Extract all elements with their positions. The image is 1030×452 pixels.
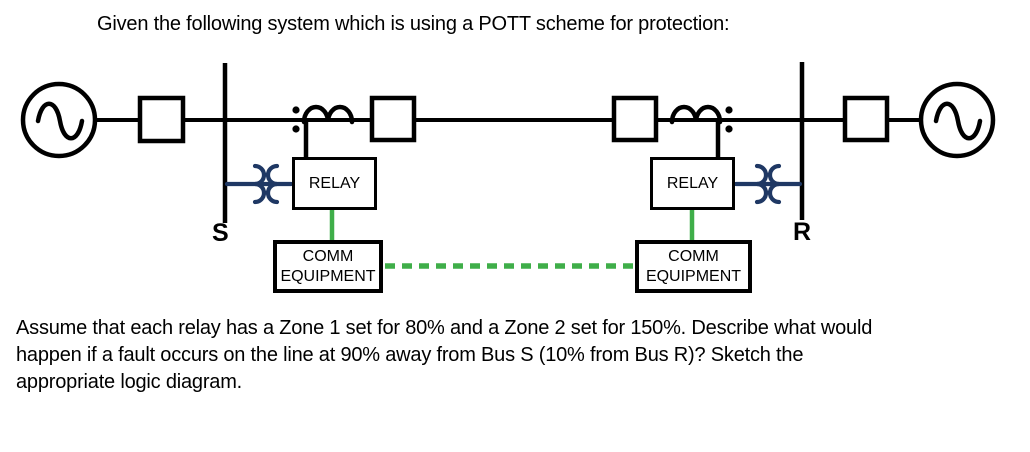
ct-s-icon [292,104,355,160]
comm-s-label-line1: COMM [302,247,354,265]
relay-r-label: RELAY [666,174,719,192]
generator-left-icon [20,81,98,159]
comm-r-label-line2: EQUIPMENT [645,267,742,285]
ct-r-icon [669,104,733,160]
page-title: Given the following system which is usin… [97,13,730,35]
question-line-2: happen if a fault occurs on the line at … [16,344,804,366]
question-line-3: appropriate logic diagram. [16,371,243,393]
vt-s-icon [224,163,294,205]
relay-s-box: RELAY [292,157,377,210]
bus-r-label: R [793,218,812,246]
question-text: Assume that each relay has a Zone 1 set … [16,315,1021,396]
bus-s-label: S [212,219,229,247]
breaker-line-r-icon [611,95,659,143]
relay-r-box: RELAY [650,157,735,210]
comm-equipment-s-box: COMM EQUIPMENT [273,240,383,293]
comm-r-label-line1: COMM [668,247,719,265]
generator-right-icon [918,81,996,159]
comm-equipment-r-box: COMM EQUIPMENT [635,240,752,293]
relay-s-label: RELAY [308,174,361,192]
breaker-line-s-icon [369,95,417,143]
comm-s-label-line2: EQUIPMENT [280,267,376,285]
vt-r-icon [733,163,803,205]
breaker-right-icon [842,95,890,143]
question-line-1: Assume that each relay has a Zone 1 set … [16,317,873,339]
breaker-left-icon [137,95,186,144]
